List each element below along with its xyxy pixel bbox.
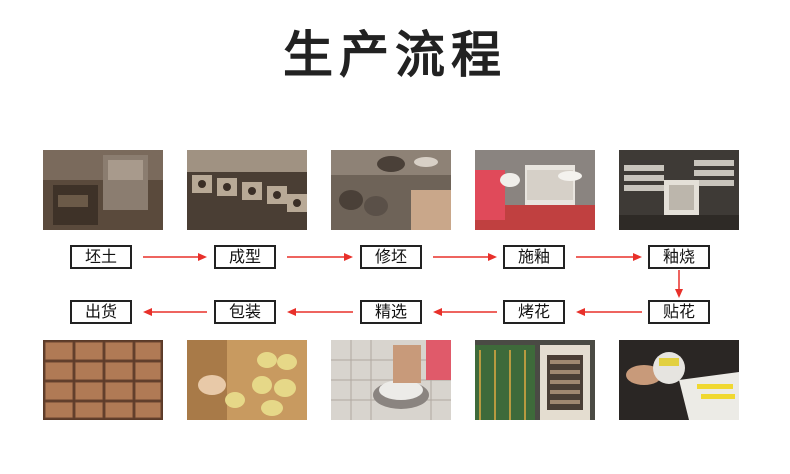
arrow-right-icon [287, 251, 353, 263]
step-clay: 坯土 [70, 245, 132, 269]
page-title: 生产流程 [283, 26, 507, 84]
step-decal: 贴花 [648, 300, 710, 324]
photo-shipping [43, 340, 163, 420]
step-trimming: 修坯 [360, 245, 422, 269]
arrow-right-icon [433, 251, 497, 263]
photo-selection [331, 340, 451, 420]
photo-trimming [331, 150, 451, 230]
step-selection: 精选 [360, 300, 422, 324]
photo-forming [187, 150, 307, 230]
step-glazing: 施釉 [503, 245, 565, 269]
step-glaze-firing: 釉烧 [648, 245, 710, 269]
arrow-right-icon [143, 251, 207, 263]
step-decal-firing: 烤花 [503, 300, 565, 324]
photo-decal [619, 340, 739, 420]
photo-clay [43, 150, 163, 230]
photo-glazing [475, 150, 595, 230]
photo-decal-firing [475, 340, 595, 420]
step-forming: 成型 [214, 245, 276, 269]
arrow-left-icon [433, 306, 497, 318]
photo-packaging [187, 340, 307, 420]
step-packaging: 包装 [214, 300, 276, 324]
photo-glaze-firing [619, 150, 739, 230]
arrow-right-icon [576, 251, 642, 263]
arrow-left-icon [143, 306, 207, 318]
arrow-left-icon [287, 306, 353, 318]
arrow-left-icon [576, 306, 642, 318]
arrow-down-icon [673, 270, 685, 298]
step-shipping: 出货 [70, 300, 132, 324]
